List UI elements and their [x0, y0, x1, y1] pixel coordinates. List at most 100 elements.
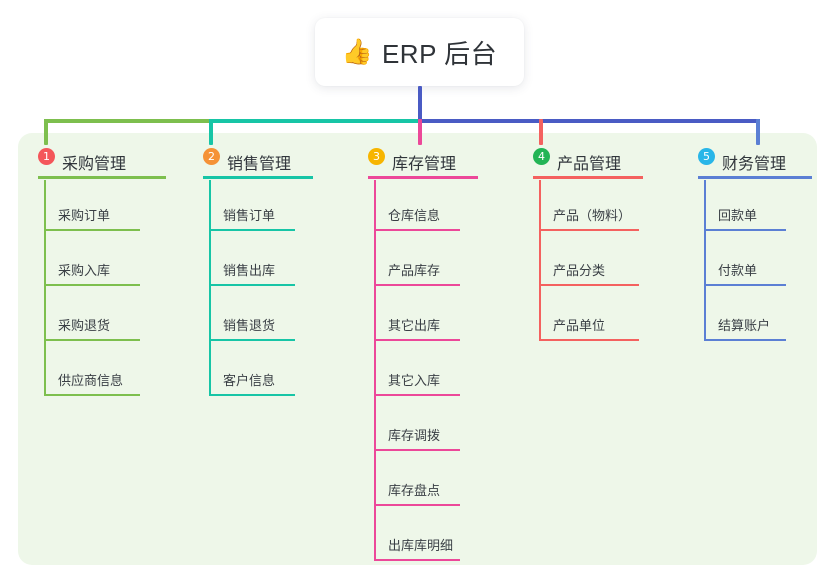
branch-header-5[interactable]: 5 财务管理 [680, 144, 786, 180]
branch-column-5: 5 财务管理回款单付款单结算账户 [680, 144, 812, 341]
branch-item-label: 采购订单 [58, 208, 111, 223]
branch-column-2: 2 销售管理销售订单销售出库销售退货客户信息 [185, 144, 313, 396]
branch-header-2[interactable]: 2 销售管理 [185, 144, 291, 180]
branch-item-rule [374, 559, 460, 561]
bus-segment-blue [418, 119, 760, 123]
branch-item[interactable]: 回款单 [704, 180, 786, 231]
branch-badge-3: 3 [368, 148, 385, 165]
branch-item-rule [374, 394, 460, 396]
branch-drop-4 [539, 119, 543, 145]
branch-item-rule [209, 284, 295, 286]
branch-item-rule [704, 229, 786, 231]
branch-item-label: 付款单 [718, 263, 758, 278]
branch-item-label: 产品分类 [553, 263, 606, 278]
branch-item-rule [44, 394, 140, 396]
branch-item[interactable]: 仓库信息 [374, 180, 460, 231]
branch-item-rule [704, 284, 786, 286]
branch-header-rule-5 [698, 176, 812, 179]
branch-header-rule-3 [368, 176, 478, 179]
branch-item-rule [209, 394, 295, 396]
branch-item-rule [44, 284, 140, 286]
root-node-content: 👍 ERP 后台 [342, 34, 497, 71]
branch-item[interactable]: 采购入库 [44, 235, 140, 286]
branch-column-4: 4 产品管理产品（物料） 产品分类产品单位 [515, 144, 643, 341]
branch-drop-3 [418, 119, 422, 145]
root-node-title: ERP 后台 [381, 38, 498, 69]
branch-item[interactable]: 销售订单 [209, 180, 295, 231]
diagram-background-panel [18, 133, 817, 565]
branch-spine-1 [44, 180, 46, 396]
branch-item[interactable]: 付款单 [704, 235, 786, 286]
branch-title-5: 财务管理 [722, 156, 787, 173]
branch-item-label: 回款单 [718, 208, 758, 223]
branch-item-label: 销售退货 [223, 318, 276, 333]
branch-item[interactable]: 其它入库 [374, 345, 460, 396]
branch-item[interactable]: 采购退货 [44, 290, 140, 341]
branch-badge-4: 4 [533, 148, 550, 165]
branch-spine-5 [704, 180, 706, 341]
branch-item[interactable]: 销售出库 [209, 235, 295, 286]
branch-item-rule [374, 284, 460, 286]
root-stem [418, 86, 422, 123]
branch-drop-5 [756, 119, 760, 145]
branch-item-rule [374, 229, 460, 231]
branch-item[interactable]: 客户信息 [209, 345, 295, 396]
branch-item[interactable]: 销售退货 [209, 290, 295, 341]
branch-item[interactable]: 产品单位 [539, 290, 639, 341]
branch-item-label: 采购退货 [58, 318, 111, 333]
branch-column-3: 3 库存管理仓库信息产品库存其它出库其它入库库存调拨库存盘点出库库明细 [350, 144, 478, 561]
root-node-card[interactable]: 👍 ERP 后台 [315, 18, 524, 86]
branch-item[interactable]: 库存调拨 [374, 400, 460, 451]
branch-item[interactable]: 结算账户 [704, 290, 786, 341]
branch-item[interactable]: 出库库明细 [374, 510, 460, 561]
branch-badge-2: 2 [203, 148, 220, 165]
branch-item[interactable]: 库存盘点 [374, 455, 460, 506]
branch-column-1: 1 采购管理采购订单采购入库采购退货供应商信息 [20, 144, 166, 396]
branch-title-2: 销售管理 [227, 156, 292, 173]
branch-item[interactable]: 供应商信息 [44, 345, 140, 396]
branch-header-rule-4 [533, 176, 643, 179]
branch-title-4: 产品管理 [557, 156, 622, 173]
branch-item-label: 仓库信息 [388, 208, 441, 223]
branch-item-label: 销售出库 [223, 263, 276, 278]
branch-title-1: 采购管理 [62, 156, 127, 173]
branch-item-rule [374, 449, 460, 451]
branch-header-4[interactable]: 4 产品管理 [515, 144, 621, 180]
branch-item-rule [539, 284, 639, 286]
branch-title-3: 库存管理 [392, 156, 457, 173]
branch-item-label: 其它出库 [388, 318, 441, 333]
branch-item-label: 产品单位 [553, 318, 606, 333]
branch-item-label: 产品库存 [388, 263, 441, 278]
branch-item-rule [374, 339, 460, 341]
branch-item-label: 客户信息 [223, 373, 276, 388]
branch-badge-1: 1 [38, 148, 55, 165]
branch-item-label: 库存盘点 [388, 483, 441, 498]
branch-spine-2 [209, 180, 211, 396]
branch-header-3[interactable]: 3 库存管理 [350, 144, 456, 180]
branch-spine-3 [374, 180, 376, 561]
branch-drop-1 [44, 119, 48, 145]
thumbs-up-icon: 👍 [341, 37, 373, 66]
branch-item-label: 供应商信息 [58, 373, 124, 388]
branch-item-rule [209, 229, 295, 231]
branch-item-rule [44, 229, 140, 231]
branch-item-rule [44, 339, 140, 341]
bus-segment-teal [209, 119, 422, 123]
branch-item-label: 其它入库 [388, 373, 441, 388]
branch-header-rule-2 [203, 176, 313, 179]
branch-drop-2 [209, 119, 213, 145]
branch-item-rule [704, 339, 786, 341]
branch-item-label: 库存调拨 [388, 428, 441, 443]
branch-item-label: 产品（物料） [553, 208, 632, 223]
branch-item[interactable]: 产品库存 [374, 235, 460, 286]
branch-item[interactable]: 其它出库 [374, 290, 460, 341]
branch-item[interactable]: 产品分类 [539, 235, 639, 286]
branch-item[interactable]: 产品（物料） [539, 180, 639, 231]
branch-item-rule [374, 504, 460, 506]
branch-header-1[interactable]: 1 采购管理 [20, 144, 126, 180]
branch-item-label: 销售订单 [223, 208, 276, 223]
branch-badge-5: 5 [698, 148, 715, 165]
branch-item-rule [209, 339, 295, 341]
branch-item[interactable]: 采购订单 [44, 180, 140, 231]
